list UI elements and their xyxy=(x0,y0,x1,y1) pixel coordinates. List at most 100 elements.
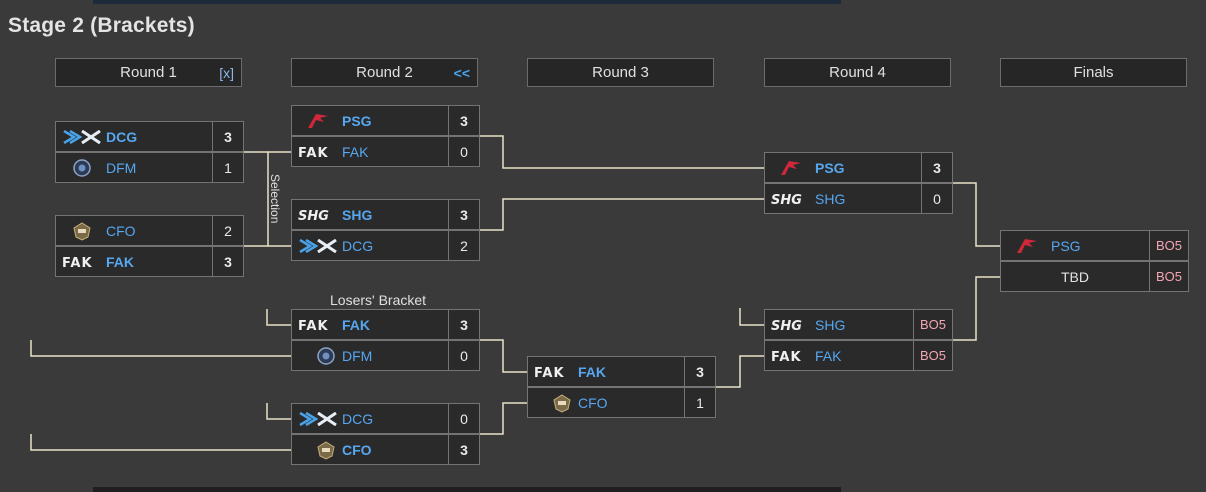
fak-logo-icon: FAK xyxy=(771,346,815,366)
team-cell[interactable]: SHG SHG xyxy=(292,200,448,229)
round-header-label: Round 4 xyxy=(829,64,886,81)
team-score: 0 xyxy=(921,184,952,213)
team-cell[interactable]: DCG xyxy=(292,404,448,433)
round-header-3: Round 3 xyxy=(527,58,714,87)
team-cell[interactable]: FAK FAK xyxy=(528,357,684,386)
team-score: 3 xyxy=(448,200,479,229)
team-score: 1 xyxy=(684,388,715,417)
team-cell[interactable]: DFM xyxy=(292,341,448,370)
bottom-image-strip xyxy=(93,487,841,492)
dcg-logo-icon xyxy=(62,127,106,147)
svg-text:FAK: FAK xyxy=(298,319,329,332)
dfm-logo-icon xyxy=(298,346,342,366)
team-name: CFO xyxy=(578,394,608,411)
close-toggle-icon[interactable]: [x] xyxy=(219,65,234,81)
team-score: 3 xyxy=(684,357,715,386)
team-name: PSG xyxy=(815,159,845,176)
team-score: 0 xyxy=(448,404,479,433)
match-row[interactable]: CFO 3 xyxy=(291,434,480,465)
top-image-strip xyxy=(93,0,841,4)
team-cell[interactable]: CFO xyxy=(292,435,448,464)
psg-logo-icon xyxy=(298,111,342,131)
match-row[interactable]: CFO 1 xyxy=(527,387,716,418)
round-header-finals: Finals xyxy=(1000,58,1187,87)
match-row[interactable]: SHG SHG 0 xyxy=(764,183,953,214)
team-cell[interactable]: TBD xyxy=(1001,262,1149,291)
team-cell[interactable]: PSG xyxy=(292,106,448,135)
cfo-logo-icon xyxy=(298,440,342,460)
dcg-logo-icon xyxy=(298,409,342,429)
team-cell[interactable]: CFO xyxy=(56,216,212,245)
match-row[interactable]: DCG 2 xyxy=(291,230,480,261)
team-name: DCG xyxy=(106,128,138,145)
round-header-label: Round 3 xyxy=(592,64,649,81)
team-cell[interactable]: CFO xyxy=(528,388,684,417)
team-cell[interactable]: FAK FAK xyxy=(292,137,448,166)
match-row[interactable]: SHG SHG 3 xyxy=(291,199,480,230)
team-name: TBD xyxy=(1061,268,1089,285)
team-score: 0 xyxy=(448,137,479,166)
match-row[interactable]: FAK FAK BO5 xyxy=(764,340,953,371)
fak-logo-icon: FAK xyxy=(298,315,342,335)
round-header-2: Round 2 << xyxy=(291,58,478,87)
svg-text:SHG: SHG xyxy=(298,209,329,222)
team-name: PSG xyxy=(1051,237,1081,254)
team-cell[interactable]: DFM xyxy=(56,153,212,182)
team-name: SHG xyxy=(815,190,846,207)
team-cell[interactable]: DCG xyxy=(292,231,448,260)
match-row[interactable]: DCG 0 xyxy=(291,403,480,434)
team-name: SHG xyxy=(815,316,846,333)
losers-bracket-label: Losers' Bracket xyxy=(330,292,427,308)
team-score: 3 xyxy=(448,106,479,135)
match-row[interactable]: TBD BO5 xyxy=(1000,261,1189,292)
team-score: 1 xyxy=(212,153,243,182)
team-score: 3 xyxy=(212,122,243,151)
selection-label: Selection xyxy=(268,174,282,224)
team-score: 3 xyxy=(921,153,952,182)
team-name: DFM xyxy=(342,347,373,364)
team-cell[interactable]: PSG xyxy=(765,153,921,182)
shg-logo-icon: SHG xyxy=(771,315,815,335)
svg-text:FAK: FAK xyxy=(298,146,329,159)
match-row[interactable]: FAK FAK 3 xyxy=(291,309,480,340)
match-row[interactable]: FAK FAK 3 xyxy=(55,246,244,277)
match-row[interactable]: DFM 1 xyxy=(55,152,244,183)
best-of-label: BO5 xyxy=(913,310,952,339)
team-name: DCG xyxy=(342,237,374,254)
match-row[interactable]: FAK FAK 3 xyxy=(527,356,716,387)
team-cell[interactable]: SHG SHG xyxy=(765,184,921,213)
team-name: FAK xyxy=(342,316,370,333)
team-cell[interactable]: DCG xyxy=(56,122,212,151)
team-score: 0 xyxy=(448,341,479,370)
team-score: 2 xyxy=(212,216,243,245)
best-of-label: BO5 xyxy=(1149,262,1188,291)
team-cell[interactable]: PSG xyxy=(1001,231,1149,260)
team-name: DCG xyxy=(342,410,374,427)
team-cell[interactable]: FAK FAK xyxy=(765,341,913,370)
team-cell[interactable]: FAK FAK xyxy=(292,310,448,339)
shg-logo-icon: SHG xyxy=(771,189,815,209)
fak-logo-icon: FAK xyxy=(62,252,106,272)
psg-logo-icon xyxy=(1007,236,1051,256)
match-row[interactable]: DCG 3 xyxy=(55,121,244,152)
match-row[interactable]: CFO 2 xyxy=(55,215,244,246)
fak-logo-icon: FAK xyxy=(298,142,342,162)
match-row[interactable]: SHG SHG BO5 xyxy=(764,309,953,340)
cfo-logo-icon xyxy=(62,221,106,241)
match-row[interactable]: PSG BO5 xyxy=(1000,230,1189,261)
match-row[interactable]: PSG 3 xyxy=(291,105,480,136)
team-cell[interactable]: SHG SHG xyxy=(765,310,913,339)
match-row[interactable]: PSG 3 xyxy=(764,152,953,183)
team-name: FAK xyxy=(106,253,134,270)
team-score: 3 xyxy=(448,310,479,339)
shg-logo-icon: SHG xyxy=(298,205,342,225)
collapse-chevron-icon[interactable]: << xyxy=(453,65,470,81)
team-score: 3 xyxy=(212,247,243,276)
team-score: 2 xyxy=(448,231,479,260)
team-cell[interactable]: FAK FAK xyxy=(56,247,212,276)
dcg-logo-icon xyxy=(298,236,342,256)
match-row[interactable]: FAK FAK 0 xyxy=(291,136,480,167)
team-name: CFO xyxy=(342,441,372,458)
match-row[interactable]: DFM 0 xyxy=(291,340,480,371)
